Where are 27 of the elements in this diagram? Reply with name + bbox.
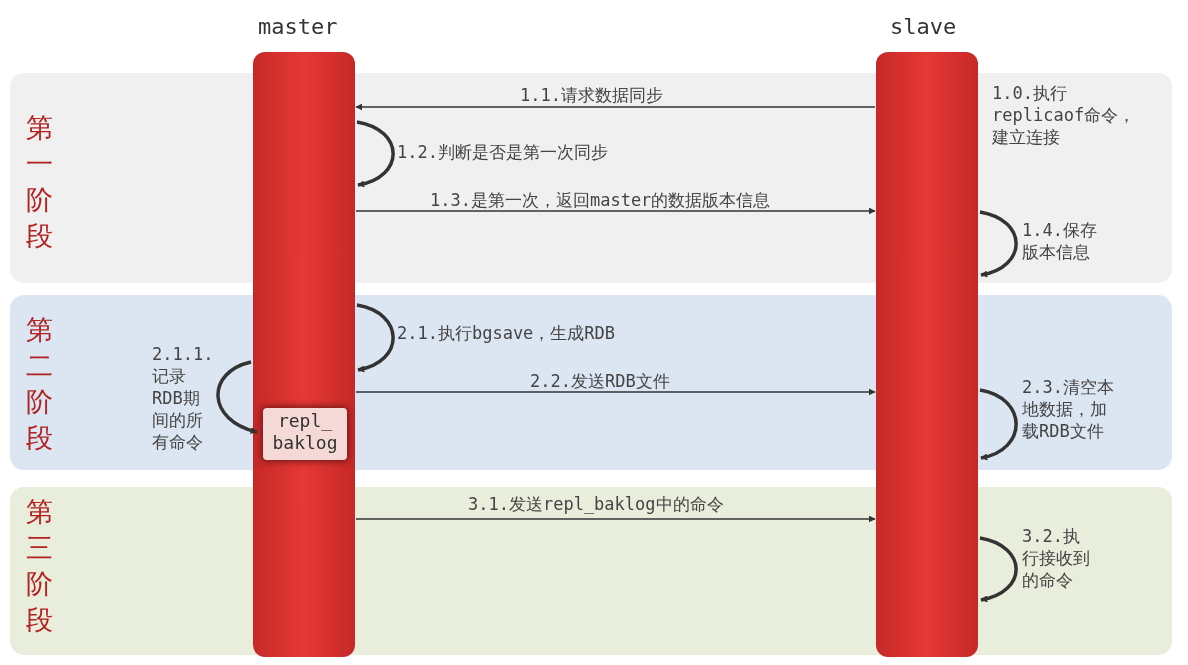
arrow <box>979 536 1018 602</box>
edge-label: 1.1.请求数据同步 <box>520 84 663 106</box>
lifeline-label: master <box>258 14 338 39</box>
arrow <box>355 515 876 523</box>
edge-label: 1.4.保存版本信息 <box>1022 219 1098 263</box>
arrow <box>355 103 876 111</box>
phase-title: 第二阶段 <box>26 313 54 455</box>
edge-label: 2.2.发送RDB文件 <box>530 370 670 392</box>
edge-label: 3.1.发送repl_baklog中的命令 <box>468 493 724 515</box>
arrow <box>356 120 395 187</box>
note-text: 1.0.执行replicaof命令，建立连接 <box>992 82 1137 148</box>
lifeline-label: slave <box>890 14 957 39</box>
phase-title: 第三阶段 <box>26 495 54 637</box>
arrow <box>355 207 876 215</box>
phase-title: 第一阶段 <box>26 111 54 253</box>
arrow <box>216 360 258 434</box>
edge-label: 3.2.执行接收到的命令 <box>1022 525 1091 591</box>
arrow <box>356 303 395 372</box>
edge-label: 1.2.判断是否是第一次同步 <box>397 141 608 163</box>
arrow <box>979 210 1018 277</box>
log-buffer-box: repl_ baklog <box>263 408 347 460</box>
arrow <box>355 388 876 396</box>
arrow <box>979 388 1018 460</box>
edge-label: 2.3.清空本地数据，加载RDB文件 <box>1022 376 1114 442</box>
edge-label: 1.3.是第一次，返回master的数据版本信息 <box>430 189 771 211</box>
edge-label: 2.1.执行bgsave，生成RDB <box>397 322 616 344</box>
edge-label: 2.1.1.记录RDB期间的所有命令 <box>152 343 214 453</box>
